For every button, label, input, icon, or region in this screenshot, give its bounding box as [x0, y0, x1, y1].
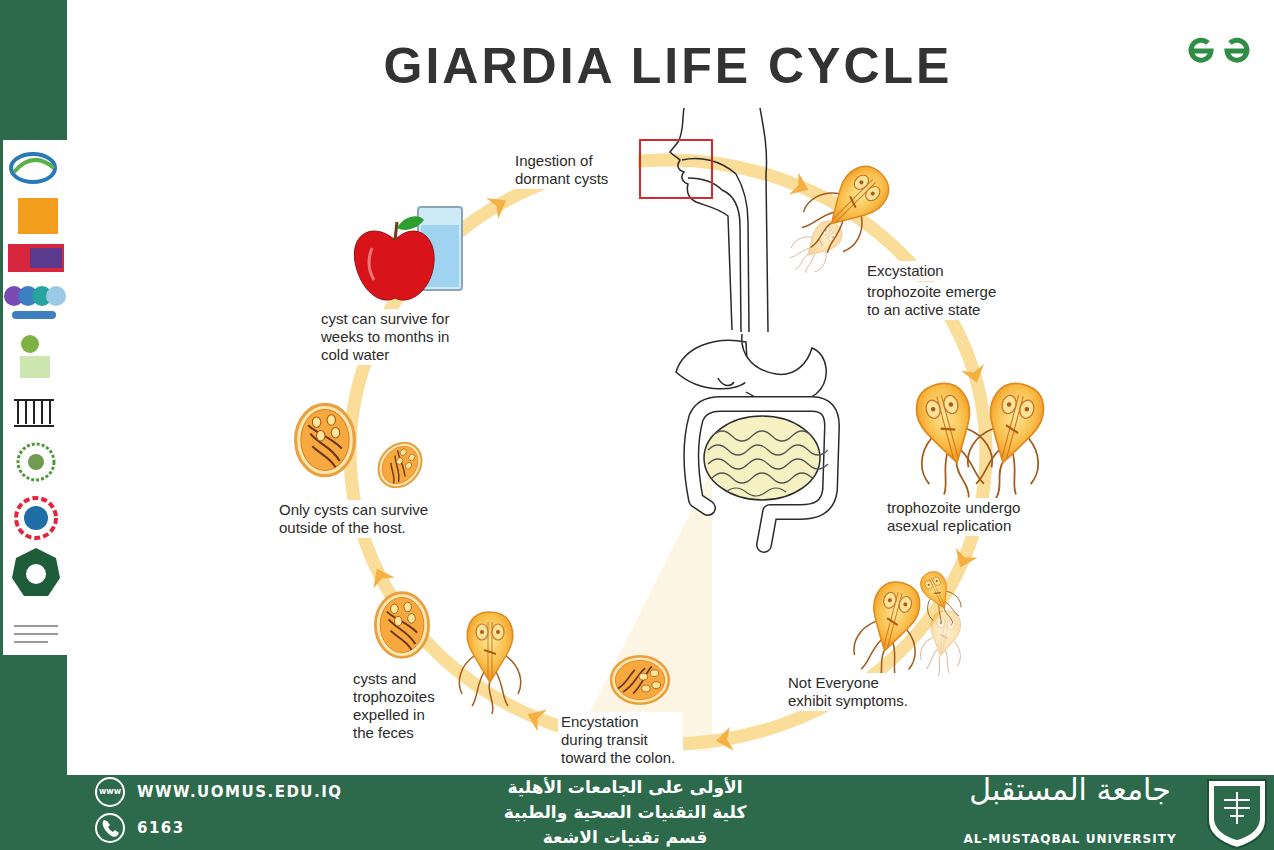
- parasite-stages: [611, 656, 669, 704]
- parasite-stages: [917, 607, 968, 679]
- logo-strip: [21, 335, 39, 353]
- logo-strip: [8, 244, 64, 272]
- digestive-tract: [712, 473, 812, 483]
- digestive-tract: [718, 378, 734, 385]
- logo-strip: [18, 444, 54, 480]
- logo-strip: [28, 454, 44, 470]
- stage-label: Ingestion of dormant cysts: [512, 151, 638, 189]
- slide-panel: [67, 0, 1274, 775]
- digestive-tract: [722, 190, 741, 332]
- stage-label: trophozoite undergo asexual replication: [884, 498, 1055, 536]
- footer-heading: الأولى على الجامعات الأهلية: [400, 776, 850, 798]
- footer-college: كلية التقنيات الصحية والطبية: [400, 801, 850, 823]
- digestive-tract: [676, 340, 748, 389]
- parasite-stages: [370, 434, 431, 496]
- cycle-ring: [523, 703, 547, 731]
- digestive-tract: [670, 108, 832, 545]
- stage-label: cysts and trophozoites expelled in the f…: [350, 669, 436, 743]
- parasite-stages: [375, 593, 428, 658]
- footer-icons: [96, 814, 124, 842]
- parasite-stages: [959, 376, 1058, 508]
- logo-strip: [14, 626, 58, 642]
- diagram-title: GIARDIA LIFE CYCLE: [318, 36, 1018, 96]
- logo-strip: [11, 154, 55, 182]
- stage-label: cyst can survive for weeks to months in …: [318, 309, 459, 365]
- university-emblem: [1208, 780, 1266, 848]
- digestive-tract: [736, 174, 749, 332]
- logo-strip: [12, 311, 56, 319]
- footer-website: WWW.UOMUS.EDU.IQ: [137, 782, 343, 802]
- logo-strip: [14, 160, 54, 172]
- digestive-tract: [726, 488, 786, 496]
- stage-label: Encystation during transit toward the co…: [558, 712, 683, 768]
- brand-logo: [1190, 40, 1248, 60]
- logo-strip: [24, 506, 48, 530]
- logo-strip: [14, 400, 54, 426]
- logo-strip: [16, 498, 56, 538]
- food-water: [397, 216, 424, 230]
- footer-phone: 6163: [137, 818, 185, 838]
- cycle-ring: [575, 470, 712, 752]
- digestive-tract: [708, 459, 828, 469]
- highlight-box: [640, 140, 712, 198]
- digestive-tract: [688, 178, 722, 190]
- footer-icons: [103, 820, 119, 837]
- logo-strip: [26, 564, 46, 584]
- university-emblem: [1224, 792, 1250, 824]
- university-name: جامعة المستقبل: [940, 770, 1200, 810]
- digestive-tract: [704, 416, 820, 500]
- food-water: [354, 207, 462, 300]
- parasite-stages: [787, 152, 903, 268]
- university-emblem: [1214, 786, 1260, 840]
- parasite-stages: [296, 404, 355, 475]
- stage-heading: Excystation: [864, 261, 947, 281]
- digestive-tract: [742, 334, 826, 403]
- cycle-ring: [366, 563, 395, 588]
- university-emblem: [1208, 780, 1266, 848]
- food-water: [354, 231, 434, 300]
- digestive-tract: [712, 431, 812, 441]
- cycle-ring: [486, 190, 512, 219]
- digestive-tract: [670, 108, 732, 330]
- stage-label: Only cysts can survive outside of the ho…: [276, 500, 442, 538]
- stage-label: trophozoite emerge to an active state: [864, 282, 1010, 320]
- stage-label: Not Everyone exhibit symptoms.: [785, 673, 919, 711]
- parasite-stages: [913, 566, 967, 631]
- university-name: AL-MUSTAQBAL UNIVERSITY: [940, 831, 1200, 847]
- cycle-ring: [350, 160, 986, 744]
- logo-strip: [3, 140, 67, 655]
- digestive-tract: [708, 431, 828, 496]
- logo-strip: [20, 356, 50, 378]
- logo-strip: [12, 548, 60, 596]
- footer-icons: [96, 778, 124, 806]
- brand-logo: [1227, 40, 1248, 60]
- logo-strip: [3, 140, 67, 655]
- digestive-tract: [708, 445, 828, 455]
- brand-logo: [1190, 40, 1211, 60]
- cycle-ring: [714, 727, 734, 753]
- digestive-tract: [692, 404, 833, 545]
- parasite-stages: [459, 612, 520, 714]
- logo-strip: [46, 286, 66, 306]
- digestive-tract: [682, 159, 736, 174]
- food-water: [395, 222, 397, 240]
- icon-text: www: [96, 786, 124, 798]
- food-water: [369, 248, 374, 280]
- digestive-tract: [760, 108, 768, 332]
- cycle-ring: [949, 548, 977, 572]
- parasite-stages: [781, 212, 850, 281]
- parasite-stages: [296, 152, 1058, 714]
- digestive-tract: [692, 404, 833, 545]
- cycle-ring: [789, 172, 813, 200]
- cycle-ring: [961, 364, 988, 386]
- logo-strip: [30, 248, 62, 268]
- parasite-stages: [902, 376, 1001, 508]
- cycle-ring: [350, 160, 988, 753]
- footer-department: قسم تقنيات الاشعة: [400, 826, 850, 848]
- logo-strip: [18, 198, 58, 234]
- footer-icons: [96, 778, 124, 842]
